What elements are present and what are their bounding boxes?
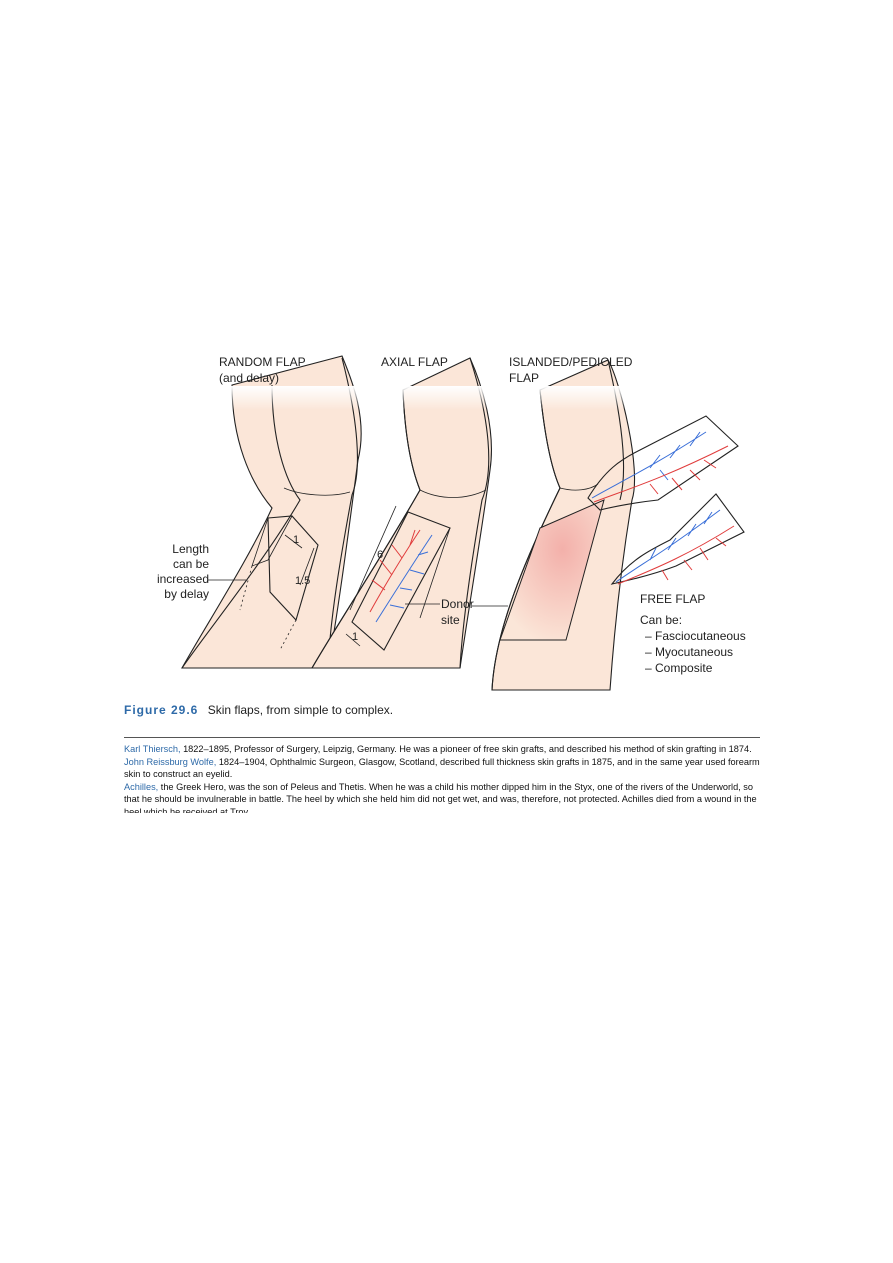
islanded-flap-subtitle: FLAP (509, 371, 539, 385)
random-flap-arm (181, 355, 362, 669)
axial-flap-arm (311, 357, 492, 669)
random-flap-title: RANDOM FLAP (219, 355, 306, 369)
length-label-line-3: increased (157, 572, 209, 586)
free-flap-title: FREE FLAP (640, 592, 705, 606)
footnote-name: Karl Thiersch, (124, 744, 181, 754)
skin-flaps-illustration: RANDOM FLAP (and delay) 1 1.5 Length can… (150, 355, 770, 691)
footnote-achilles: Achilles, the Greek Hero, was the son of… (124, 781, 760, 814)
footnote-text: 1824–1904, Ophthalmic Surgeon, Glasgow, … (124, 756, 760, 780)
free-flap-type-2: – Myocutaneous (645, 645, 733, 659)
footnote-thiersch: Karl Thiersch, 1822–1895, Professor of S… (124, 743, 760, 756)
free-flap (610, 493, 745, 585)
length-label-line-4: by delay (164, 587, 209, 601)
length-label-line-2: can be (173, 557, 209, 571)
footnote-wolfe: John Reissburg Wolfe, 1824–1904, Ophthal… (124, 756, 760, 781)
donor-site-label-2: site (441, 613, 460, 627)
axial-flap-title: AXIAL FLAP (381, 355, 448, 369)
islanded-flap-arm (472, 359, 739, 691)
footnotes-box: Karl Thiersch, 1822–1895, Professor of S… (124, 737, 760, 813)
figure-caption: Figure 29.6 Skin flaps, from simple to c… (124, 703, 764, 717)
free-flap-type-3: – Composite (645, 661, 713, 675)
figure-number: Figure 29.6 (124, 703, 199, 717)
footnote-text: the Greek Hero, was the son of Peleus an… (124, 781, 757, 814)
donor-site-label-1: Donor (441, 597, 474, 611)
footnote-name: Achilles, (124, 781, 159, 792)
islanded-flap-title: ISLANDED/PEDICLED (509, 355, 633, 369)
figure-caption-text: Skin flaps, from simple to complex. (207, 703, 394, 717)
random-flap-length-label: 1.5 (295, 575, 310, 587)
random-flap-subtitle: (and delay) (219, 371, 279, 385)
footnote-name: John Reissburg Wolfe, (124, 756, 217, 767)
free-flap-can-be: Can be: (640, 613, 682, 627)
random-flap-width-label: 1 (293, 534, 299, 546)
footnote-text: 1822–1895, Professor of Surgery, Leipzig… (180, 744, 752, 754)
axial-flap-length-label: 6 (377, 549, 383, 561)
free-flap-type-1: – Fasciocutaneous (645, 629, 746, 643)
length-label-line-1: Length (172, 542, 209, 556)
axial-flap-width-label: 1 (352, 631, 358, 643)
